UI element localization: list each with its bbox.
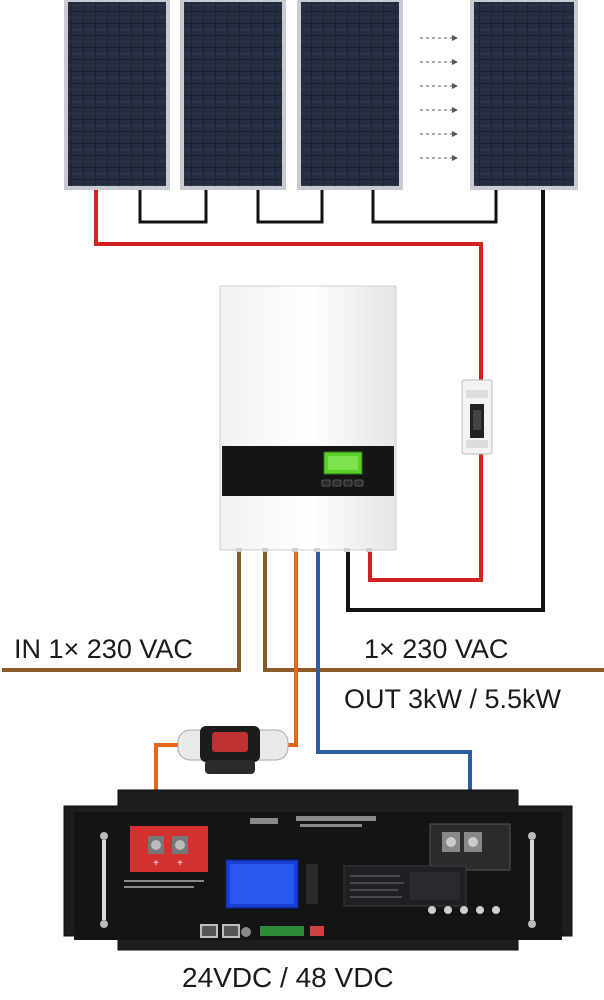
ac-output-power-label: OUT 3kW / 5.5kW bbox=[344, 684, 562, 714]
solar-panel-2 bbox=[180, 0, 286, 190]
solar-panel-1 bbox=[64, 0, 170, 190]
battery-positive-wire bbox=[288, 552, 298, 747]
hybrid-inverter bbox=[219, 285, 397, 552]
ac-output-voltage-label: 1× 230 VAC bbox=[364, 634, 509, 664]
inverter-control-panel bbox=[222, 446, 394, 496]
series-continuation-arrows bbox=[420, 35, 458, 161]
battery-positive-terminal: + + bbox=[130, 826, 208, 872]
pv-positive-wire-lower bbox=[368, 452, 483, 582]
battery-lcd-display bbox=[225, 859, 318, 909]
solar-panel-4 bbox=[470, 0, 578, 190]
inverter-buttons bbox=[321, 479, 364, 487]
battery-negative-terminal bbox=[429, 823, 511, 871]
dc-breaker bbox=[461, 379, 493, 455]
battery-warning-icons bbox=[428, 906, 500, 914]
battery-spec-label bbox=[343, 865, 467, 907]
ac-input-label: IN 1× 230 VAC bbox=[14, 634, 193, 664]
battery-comm-ports bbox=[200, 924, 324, 938]
svg-text:+: + bbox=[153, 858, 159, 869]
battery-negative-wire bbox=[316, 552, 472, 824]
svg-text:+: + bbox=[177, 858, 183, 869]
ac-output-wire bbox=[263, 552, 604, 672]
solar-panel-3 bbox=[297, 0, 403, 190]
battery-voltage-label: 24VDC / 48 VDC bbox=[182, 962, 394, 993]
pv-positive-wire bbox=[94, 190, 483, 380]
solar-panel-array bbox=[64, 0, 578, 190]
battery-brand-marks bbox=[124, 816, 376, 888]
inline-fuse bbox=[177, 726, 289, 774]
series-jumpers bbox=[138, 190, 498, 224]
ac-input-wire bbox=[2, 552, 241, 672]
pv-negative-wire bbox=[346, 190, 545, 612]
rack-battery: + + bbox=[63, 789, 573, 951]
